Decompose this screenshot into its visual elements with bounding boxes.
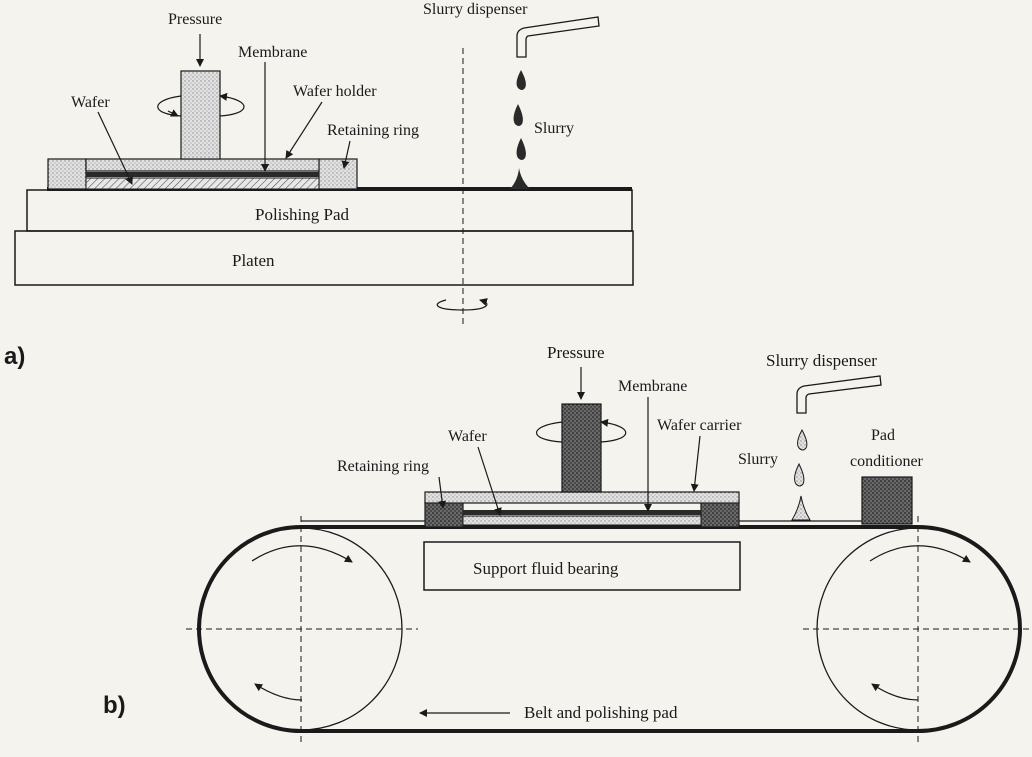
membrane-label-b: Membrane bbox=[618, 378, 687, 395]
wafer bbox=[85, 177, 320, 190]
retaining-ring-leader-b bbox=[438, 476, 447, 509]
panel-label-a: a) bbox=[4, 343, 25, 370]
support-fluid-bearing-label: Support fluid bearing bbox=[473, 559, 619, 578]
spindle-b bbox=[561, 403, 602, 493]
platen-rotation-arrow-icon bbox=[436, 298, 488, 311]
spindle bbox=[180, 70, 221, 160]
wafer-label-b: Wafer bbox=[448, 428, 487, 445]
wafer-leader bbox=[97, 111, 133, 185]
spindle-b-rotation-arrow-icon bbox=[535, 422, 627, 443]
slurry-dispenser-label-b: Slurry dispenser bbox=[766, 351, 877, 370]
wafer-holder-label: Wafer holder bbox=[293, 83, 377, 100]
panel-label-b: b) bbox=[103, 692, 126, 719]
slurry-drop bbox=[516, 70, 526, 90]
slurry-label: Slurry bbox=[534, 120, 574, 137]
pad-conditioner-label-line1: Pad bbox=[871, 427, 895, 444]
slurry-puddle bbox=[510, 168, 530, 189]
slurry-puddle-b bbox=[791, 495, 811, 521]
roller-right-rotation-arrow-bottom-icon bbox=[871, 683, 919, 701]
retaining-ring-label: Retaining ring bbox=[327, 122, 419, 139]
wafer-b bbox=[462, 515, 702, 526]
membrane bbox=[86, 172, 319, 177]
belt-and-polishing-pad-label: Belt and polishing pad bbox=[524, 703, 678, 722]
slurry-drop-b bbox=[797, 428, 808, 451]
polishing-pad-label: Polishing Pad bbox=[255, 205, 349, 224]
retaining-ring-label-b: Retaining ring bbox=[337, 458, 429, 475]
slurry-label-b: Slurry bbox=[738, 451, 778, 468]
membrane-b bbox=[463, 510, 701, 515]
platen-label: Platen bbox=[232, 251, 275, 270]
pressure-label-b: Pressure bbox=[547, 343, 605, 362]
diagram-a: Platen Polishing Pad Pressure Membrane W… bbox=[4, 1, 634, 370]
wafer-carrier-leader bbox=[690, 435, 701, 492]
retaining-ring-left-b bbox=[424, 501, 464, 528]
pad-conditioner-label-line2: conditioner bbox=[850, 453, 924, 470]
slurry-drop bbox=[513, 104, 523, 126]
slurry-dispenser-label: Slurry dispenser bbox=[423, 1, 528, 18]
wafer-carrier-label: Wafer carrier bbox=[657, 417, 742, 434]
slurry-dispenser-nozzle bbox=[516, 16, 600, 58]
wafer-leader-b bbox=[477, 446, 502, 516]
slurry-drop-b bbox=[794, 462, 805, 487]
membrane-label: Membrane bbox=[238, 44, 307, 61]
retaining-ring-leader bbox=[341, 140, 351, 169]
support-fluid-bearing bbox=[423, 541, 741, 591]
retaining-ring-left bbox=[47, 158, 87, 190]
roller-left-rotation-arrow-icon bbox=[251, 545, 353, 563]
slurry-drop bbox=[516, 138, 526, 160]
diagram-b: Support fluid bearing Pressure Membrane … bbox=[103, 343, 1030, 745]
spindle-rotation-arrow-left-icon bbox=[167, 109, 179, 117]
pressure-label: Pressure bbox=[168, 11, 222, 28]
roller-right-rotation-arrow-icon bbox=[869, 545, 971, 563]
roller-left-rotation-arrow-bottom-icon bbox=[254, 683, 303, 701]
slurry-dispenser-nozzle-b bbox=[796, 375, 882, 414]
wafer-label: Wafer bbox=[71, 94, 110, 111]
pad-conditioner bbox=[861, 476, 913, 525]
wafer-holder-leader bbox=[285, 101, 323, 159]
retaining-ring-right-b bbox=[700, 501, 740, 528]
platen bbox=[14, 230, 634, 286]
wafer-carrier bbox=[424, 491, 740, 504]
retaining-ring-right bbox=[318, 158, 358, 190]
